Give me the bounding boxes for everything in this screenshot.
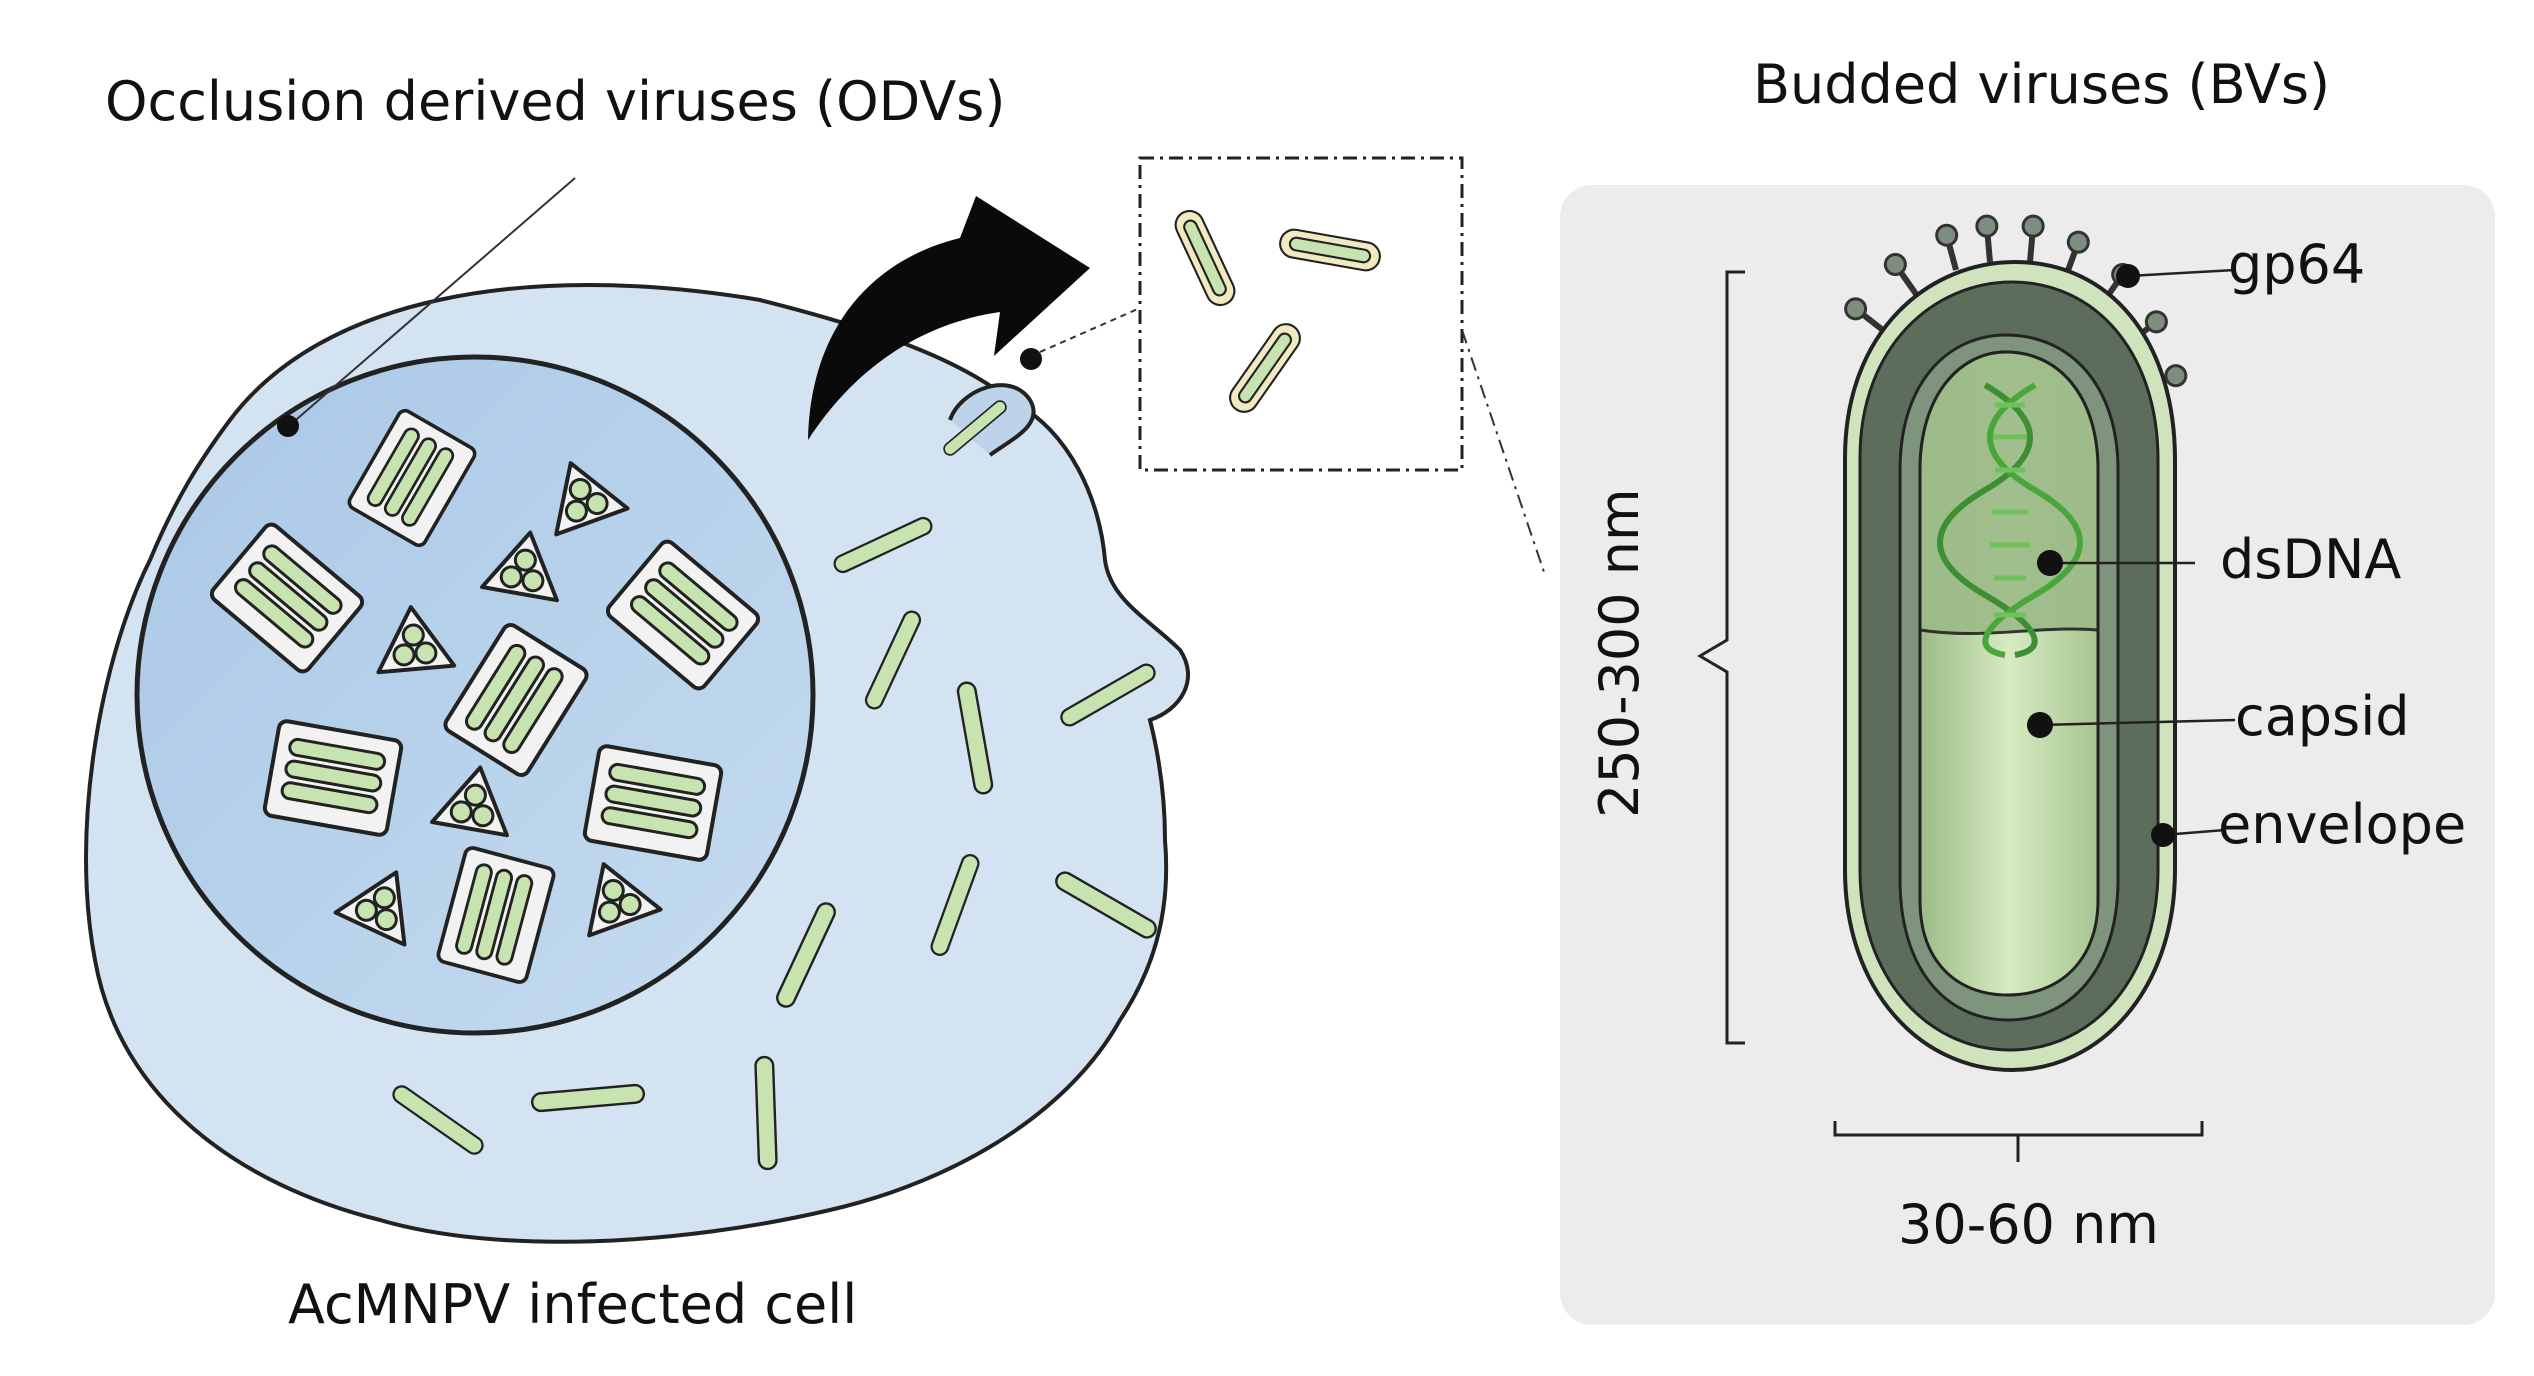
infected-cell bbox=[84, 177, 1191, 1244]
enveloped-virion bbox=[1169, 205, 1241, 311]
dsdna-label: dsDNA bbox=[2220, 528, 2401, 591]
width-label: 30-60 nm bbox=[1898, 1193, 2159, 1256]
odv-rod bbox=[754, 1055, 778, 1171]
occlusion-body bbox=[261, 717, 405, 839]
dna-helix-icon bbox=[1937, 382, 2083, 658]
odv-title: Occlusion derived viruses (ODVs) bbox=[105, 70, 1005, 133]
bv-panel bbox=[1560, 185, 2495, 1325]
gp64-label: gp64 bbox=[2228, 233, 2365, 296]
zoom-link-line bbox=[1461, 329, 1546, 576]
odv-leader-line bbox=[289, 177, 576, 426]
capsid-cap bbox=[1918, 350, 2100, 635]
bv-title: Budded viruses (BVs) bbox=[1753, 53, 2330, 116]
zoom-box bbox=[1138, 156, 1464, 472]
occlusion-body bbox=[581, 742, 725, 864]
odv-pointer-dot bbox=[277, 415, 299, 437]
capsid-label: capsid bbox=[2235, 685, 2409, 748]
enveloped-virion bbox=[1276, 226, 1384, 274]
width-bracket bbox=[1833, 1121, 2204, 1162]
cell-caption: AcMNPV infected cell bbox=[288, 1273, 857, 1336]
envelope-label: envelope bbox=[2218, 793, 2466, 856]
curved-arrow-icon bbox=[808, 196, 1090, 440]
budding-pointer-dot bbox=[1020, 348, 1042, 370]
bv-dots bbox=[2027, 264, 2175, 847]
bv-zoom bbox=[1020, 156, 1546, 576]
enveloped-virion bbox=[1223, 317, 1307, 419]
length-label: 250-300 nm bbox=[1588, 488, 1651, 818]
length-bracket bbox=[1697, 270, 1745, 1045]
